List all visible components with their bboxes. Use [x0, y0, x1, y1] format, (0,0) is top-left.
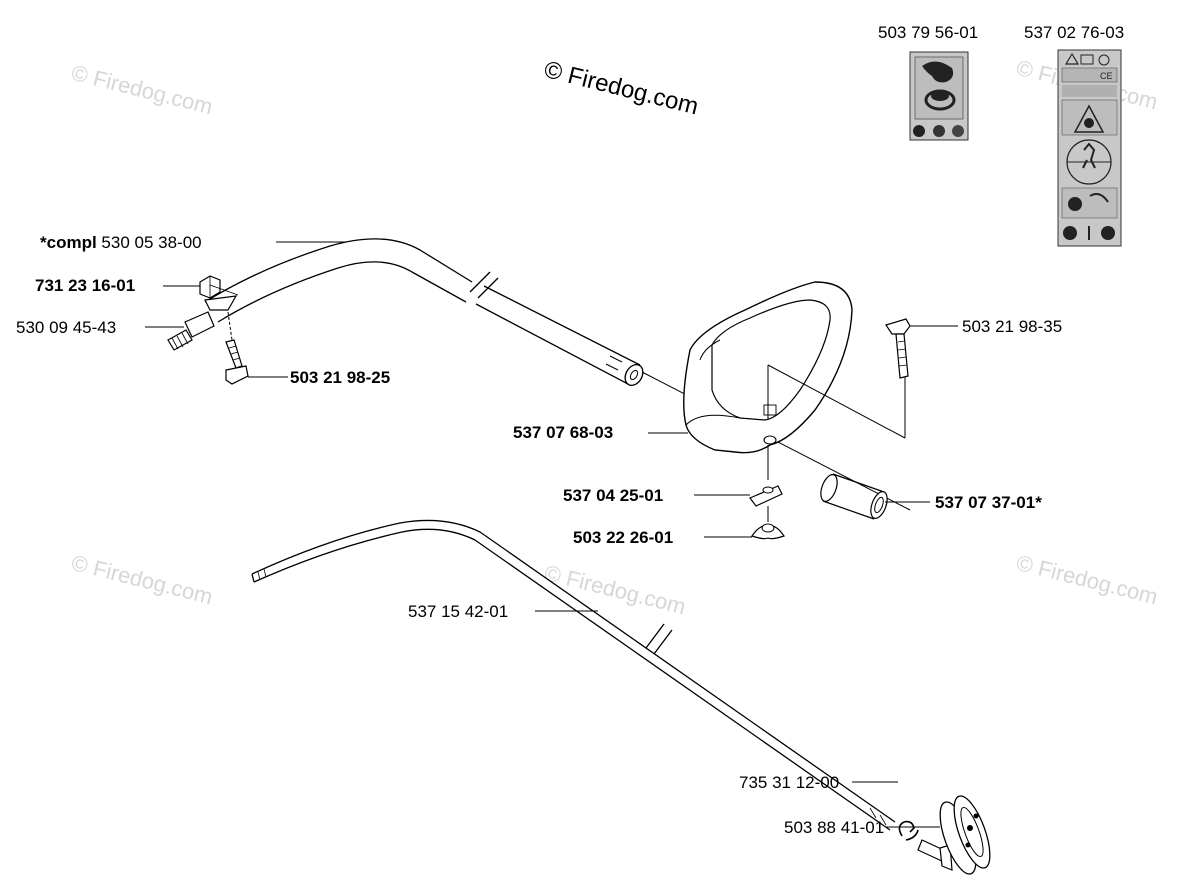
label-537-04-25-01: 537 04 25-01	[563, 486, 664, 505]
drive-shaft	[251, 519, 896, 831]
label-537-15-42-01: 537 15 42-01	[408, 602, 509, 621]
label-503-21-98-25: 503 21 98-25	[290, 368, 391, 387]
wing-nut-503-22-26-01	[751, 506, 785, 540]
label-537-07-68-03: 537 07 68-03	[513, 423, 614, 442]
loop-handle	[683, 281, 906, 480]
end-fitting	[167, 311, 215, 351]
clamp-assembly	[199, 275, 239, 311]
label-503-22-26-01: 503 22 26-01	[573, 528, 674, 547]
bolt-503-21-98-25	[225, 311, 249, 385]
leader-lines	[145, 241, 958, 828]
decal-537-02-76-03: CE	[1057, 49, 1122, 247]
label-735-31-12-00: 735 31 12-00	[739, 773, 840, 792]
decal-2-label: 537 02 76-03	[1024, 23, 1125, 42]
clutch-drum	[917, 795, 991, 875]
label-731-23-16-01: 731 23 16-01	[35, 276, 136, 295]
label-compl-530-05-38-00: *compl 530 05 38-00	[40, 233, 202, 253]
sleeve-537-07-37-01	[820, 473, 888, 522]
decal-503-79-56-01	[909, 51, 969, 141]
label-503-21-98-35: 503 21 98-35	[962, 317, 1063, 336]
clip-537-04-25-01	[749, 485, 783, 507]
decal-1-label: 503 79 56-01	[878, 23, 979, 42]
svg-text:CE: CE	[1100, 71, 1113, 81]
label-530-09-45-43: 530 09 45-43	[16, 318, 117, 337]
retaining-ring	[898, 820, 919, 841]
compl-prefix: *compl	[40, 233, 97, 252]
label-537-07-37-01: 537 07 37-01*	[935, 493, 1042, 512]
label-503-88-41-01: 503 88 41-01	[784, 818, 885, 837]
compl-number: 530 05 38-00	[101, 233, 202, 252]
screw-503-21-98-35	[885, 318, 911, 379]
